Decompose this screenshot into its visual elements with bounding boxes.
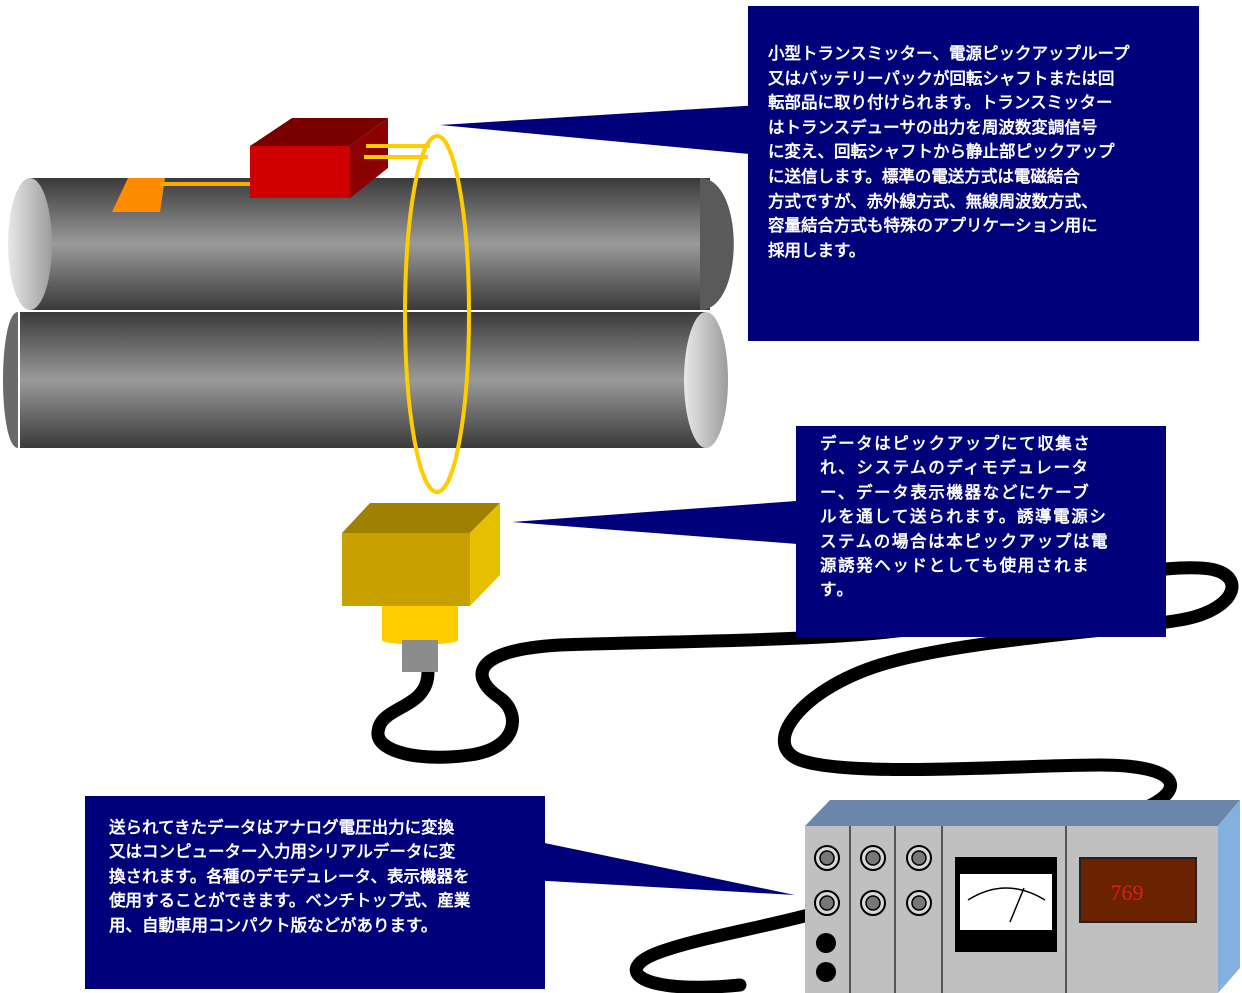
callout-3-pointer (530, 840, 795, 895)
shaft-end-right (684, 312, 728, 448)
pickup-callout: データはピックアップにて収集さ れ、システムのディモデュレータ ー、データ表示機… (796, 426, 1166, 637)
callout-2-pointer (512, 500, 810, 545)
strain-gauge-patch (112, 178, 165, 212)
digital-display (1079, 857, 1197, 923)
callout-1-pointer (440, 105, 760, 155)
pickup-callout-text: データはピックアップにて収集さ れ、システムのディモデュレータ ー、データ表示機… (820, 434, 1110, 600)
demodulator-instrument: 769 (805, 800, 1240, 993)
connector-row-top (814, 845, 932, 871)
indicator-dot (816, 933, 836, 953)
analog-meter-icon (955, 857, 1057, 952)
inductive-loop (403, 134, 471, 494)
output-callout: 送られてきたデータはアナログ電圧出力に変換 又はコンピューター入力用シリアルデー… (85, 796, 545, 989)
pickup-head (342, 503, 500, 672)
transmitter-box (250, 118, 430, 198)
indicator-dot (816, 962, 836, 982)
connector-row-middle (814, 890, 932, 916)
shaft-end-left (8, 178, 52, 310)
digital-readout: 769 (1111, 880, 1144, 905)
output-callout-text: 送られてきたデータはアナログ電圧出力に変換 又はコンピューター入力用シリアルデー… (109, 818, 471, 935)
transmitter-callout: 小型トランスミッター、電源ピックアップループ 又はバッテリーパックが回転シャフト… (748, 6, 1199, 341)
rotating-shaft (3, 178, 734, 448)
transmitter-callout-text: 小型トランスミッター、電源ピックアップループ 又はバッテリーパックが回転シャフト… (768, 44, 1130, 260)
